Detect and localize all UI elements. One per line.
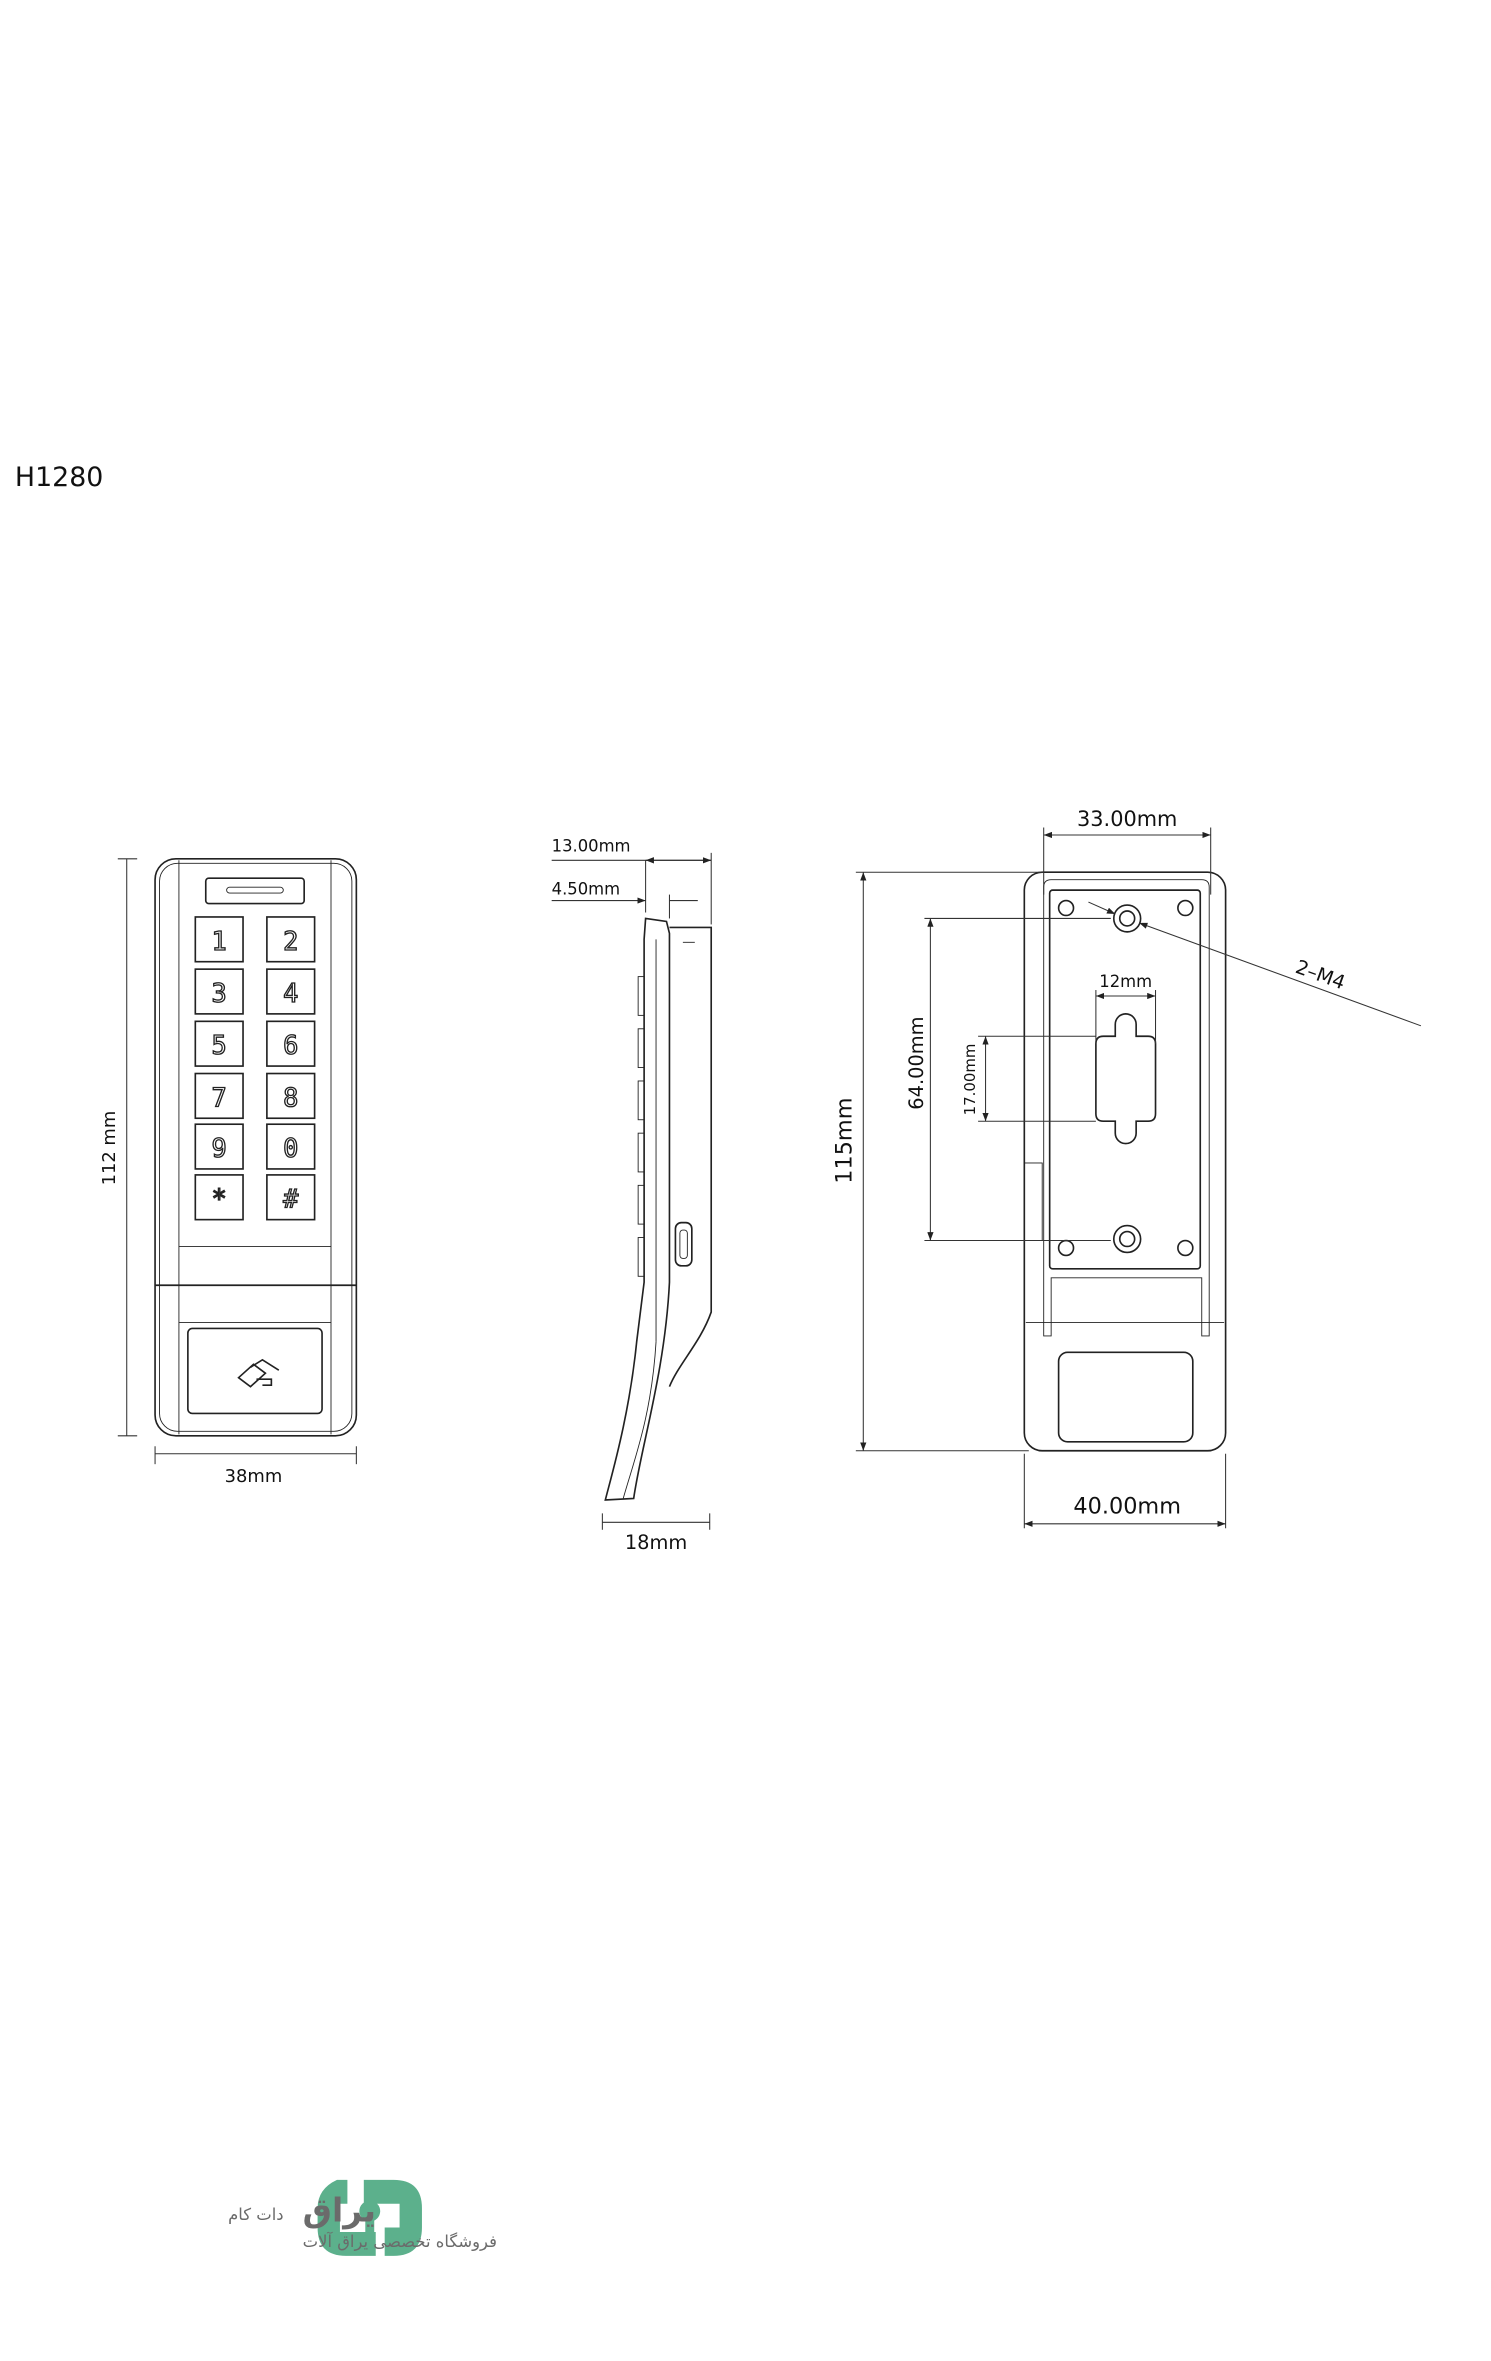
svg-text:7: 7: [212, 1082, 227, 1112]
svg-text:9: 9: [212, 1133, 227, 1163]
svg-text:5: 5: [212, 1030, 227, 1060]
svg-text:8: 8: [283, 1082, 298, 1112]
svg-text:*: *: [212, 1184, 227, 1214]
key-hash: #: [266, 1174, 316, 1221]
key-3: 3: [194, 968, 244, 1015]
side-depth-top-label: 13.00mm: [552, 836, 631, 855]
card-reader-area: [187, 1327, 323, 1415]
mounting-plate: [1048, 889, 1202, 1270]
side-thickness-label: 4.50mm: [552, 880, 620, 899]
key-4: 4: [266, 968, 316, 1015]
corner-holes: [1057, 899, 1194, 1257]
card-reader-icon: [237, 1358, 280, 1388]
side-key-bump: [637, 1184, 645, 1225]
back-window: [1057, 1351, 1194, 1443]
logo-brand: یراق: [303, 2192, 376, 2230]
back-top-width-label: 33.00mm: [1077, 807, 1177, 831]
svg-text:2: 2: [283, 926, 298, 956]
key-1: 1: [194, 916, 244, 963]
brand-logo: یراق دات کام فروشگاه تخصصی یراق آلات: [228, 2179, 497, 2256]
key-star: *: [194, 1174, 244, 1221]
key-6: 6: [266, 1020, 316, 1067]
side-key-profile: [637, 976, 645, 1277]
front-height-label: 112 mm: [99, 1111, 120, 1186]
svg-text:#: #: [283, 1184, 299, 1214]
side-key-bump: [637, 1028, 645, 1069]
svg-text:4: 4: [283, 978, 298, 1008]
key-9: 9: [194, 1123, 244, 1170]
back-bottom-width-label: 40.00mm: [1073, 1493, 1181, 1519]
side-depth-bottom-label: 18mm: [625, 1531, 687, 1554]
back-view: 33.00mm 40.00mm 115mm 64.00mm 17.00mm 12…: [831, 807, 1422, 1529]
key-0: 0: [266, 1123, 316, 1170]
logo-tagline: فروشگاه تخصصی یراق آلات: [303, 2232, 497, 2252]
front-view: 1 2 3 4 5 6 7 8 9 0 * # 112 mm 38mm: [99, 857, 358, 1487]
hole-spacing-label: 64.00mm: [905, 1016, 928, 1109]
model-title: H1280: [15, 462, 103, 493]
card-slot: [204, 877, 305, 905]
keypad: 1 2 3 4 5 6 7 8 9 0 * #: [194, 916, 316, 1221]
side-key-bump: [637, 1237, 645, 1277]
key-8: 8: [266, 1072, 316, 1120]
screw-label: 2–M4: [1292, 955, 1348, 994]
back-height-label: 115mm: [831, 1097, 857, 1183]
svg-text:3: 3: [212, 978, 227, 1008]
logo-mark-icon: [317, 2179, 422, 2256]
cable-hole-height-label: 17.00mm: [961, 1044, 979, 1116]
side-key-bump: [637, 1080, 645, 1121]
side-key-bump: [637, 976, 645, 1016]
side-usb-port: [674, 1221, 693, 1267]
key-2: 2: [266, 916, 316, 963]
svg-text:1: 1: [212, 926, 227, 956]
key-5: 5: [194, 1020, 244, 1067]
side-view: 13.00mm 4.50mm 18mm: [552, 836, 713, 1554]
svg-text:0: 0: [283, 1133, 298, 1163]
m4-screw-holes: [1112, 904, 1142, 1254]
front-width-label: 38mm: [225, 1466, 283, 1487]
key-7: 7: [194, 1072, 244, 1120]
cable-hole: [1095, 1013, 1157, 1145]
side-key-bump: [637, 1132, 645, 1173]
cable-hole-width-label: 12mm: [1099, 972, 1152, 991]
logo-suffix: دات کام: [228, 2205, 283, 2224]
svg-text:6: 6: [283, 1030, 298, 1060]
